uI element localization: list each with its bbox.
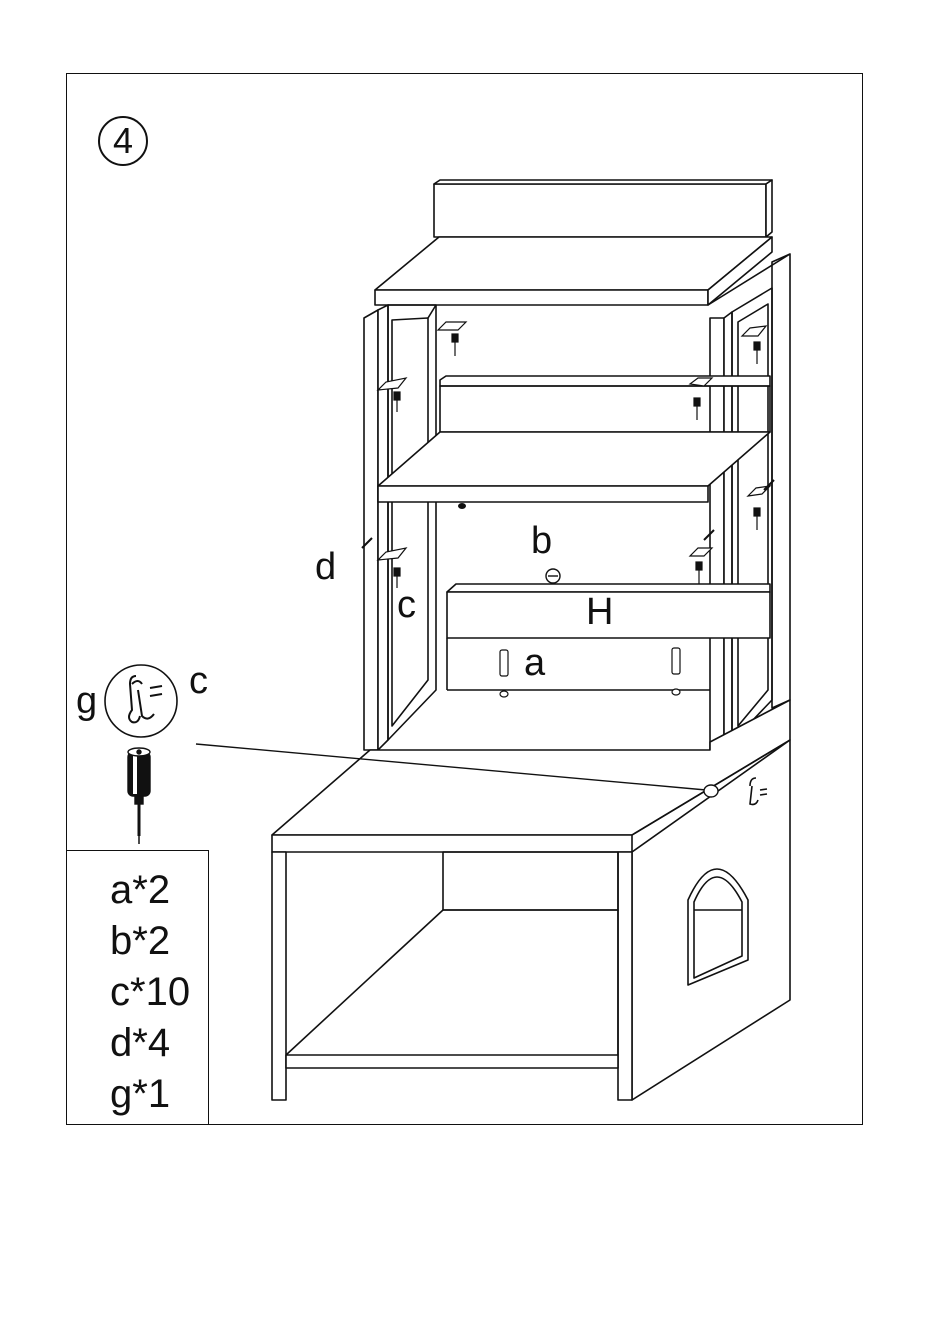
cabinet-bottom-rail [286, 1055, 618, 1068]
back-right-upright [772, 254, 790, 708]
screw-icon [754, 342, 760, 364]
step-number-badge: 4 [98, 116, 148, 166]
callout-H: H [586, 593, 613, 631]
screw-icon [754, 508, 760, 530]
cabinet-front-right-leg [618, 852, 632, 1100]
left-front-upright [364, 310, 378, 750]
parts-list-item: c*10 [110, 967, 208, 1018]
parts-list: a*2 b*2 c*10 d*4 g*1 [66, 850, 209, 1125]
screw-icon [452, 334, 458, 356]
parts-list-item: g*1 [110, 1069, 208, 1120]
callout-g-tool: g [76, 682, 97, 720]
callout-d: d [315, 548, 336, 586]
screw-icon [694, 398, 700, 420]
dowel-icon [672, 648, 680, 695]
screw-icon [394, 392, 400, 412]
top-backboard [434, 184, 766, 237]
callout-a: a [524, 644, 545, 682]
upper-back-rail [440, 376, 770, 386]
cam-lock-icon [546, 569, 560, 583]
hook-tool-circle [105, 665, 177, 737]
parts-list-item: a*2 [110, 865, 208, 916]
middle-shelf [378, 432, 770, 486]
callout-c-side: c [397, 586, 416, 624]
screwdriver-icon [128, 748, 150, 844]
screw-icon [696, 562, 702, 584]
callout-c-tool: c [189, 662, 208, 700]
parts-list-item: b*2 [110, 916, 208, 967]
cabinet-front-left-leg [272, 852, 286, 1100]
top-shelf [375, 237, 772, 290]
callout-b: b [531, 522, 552, 560]
parts-list-item: d*4 [110, 1018, 208, 1069]
